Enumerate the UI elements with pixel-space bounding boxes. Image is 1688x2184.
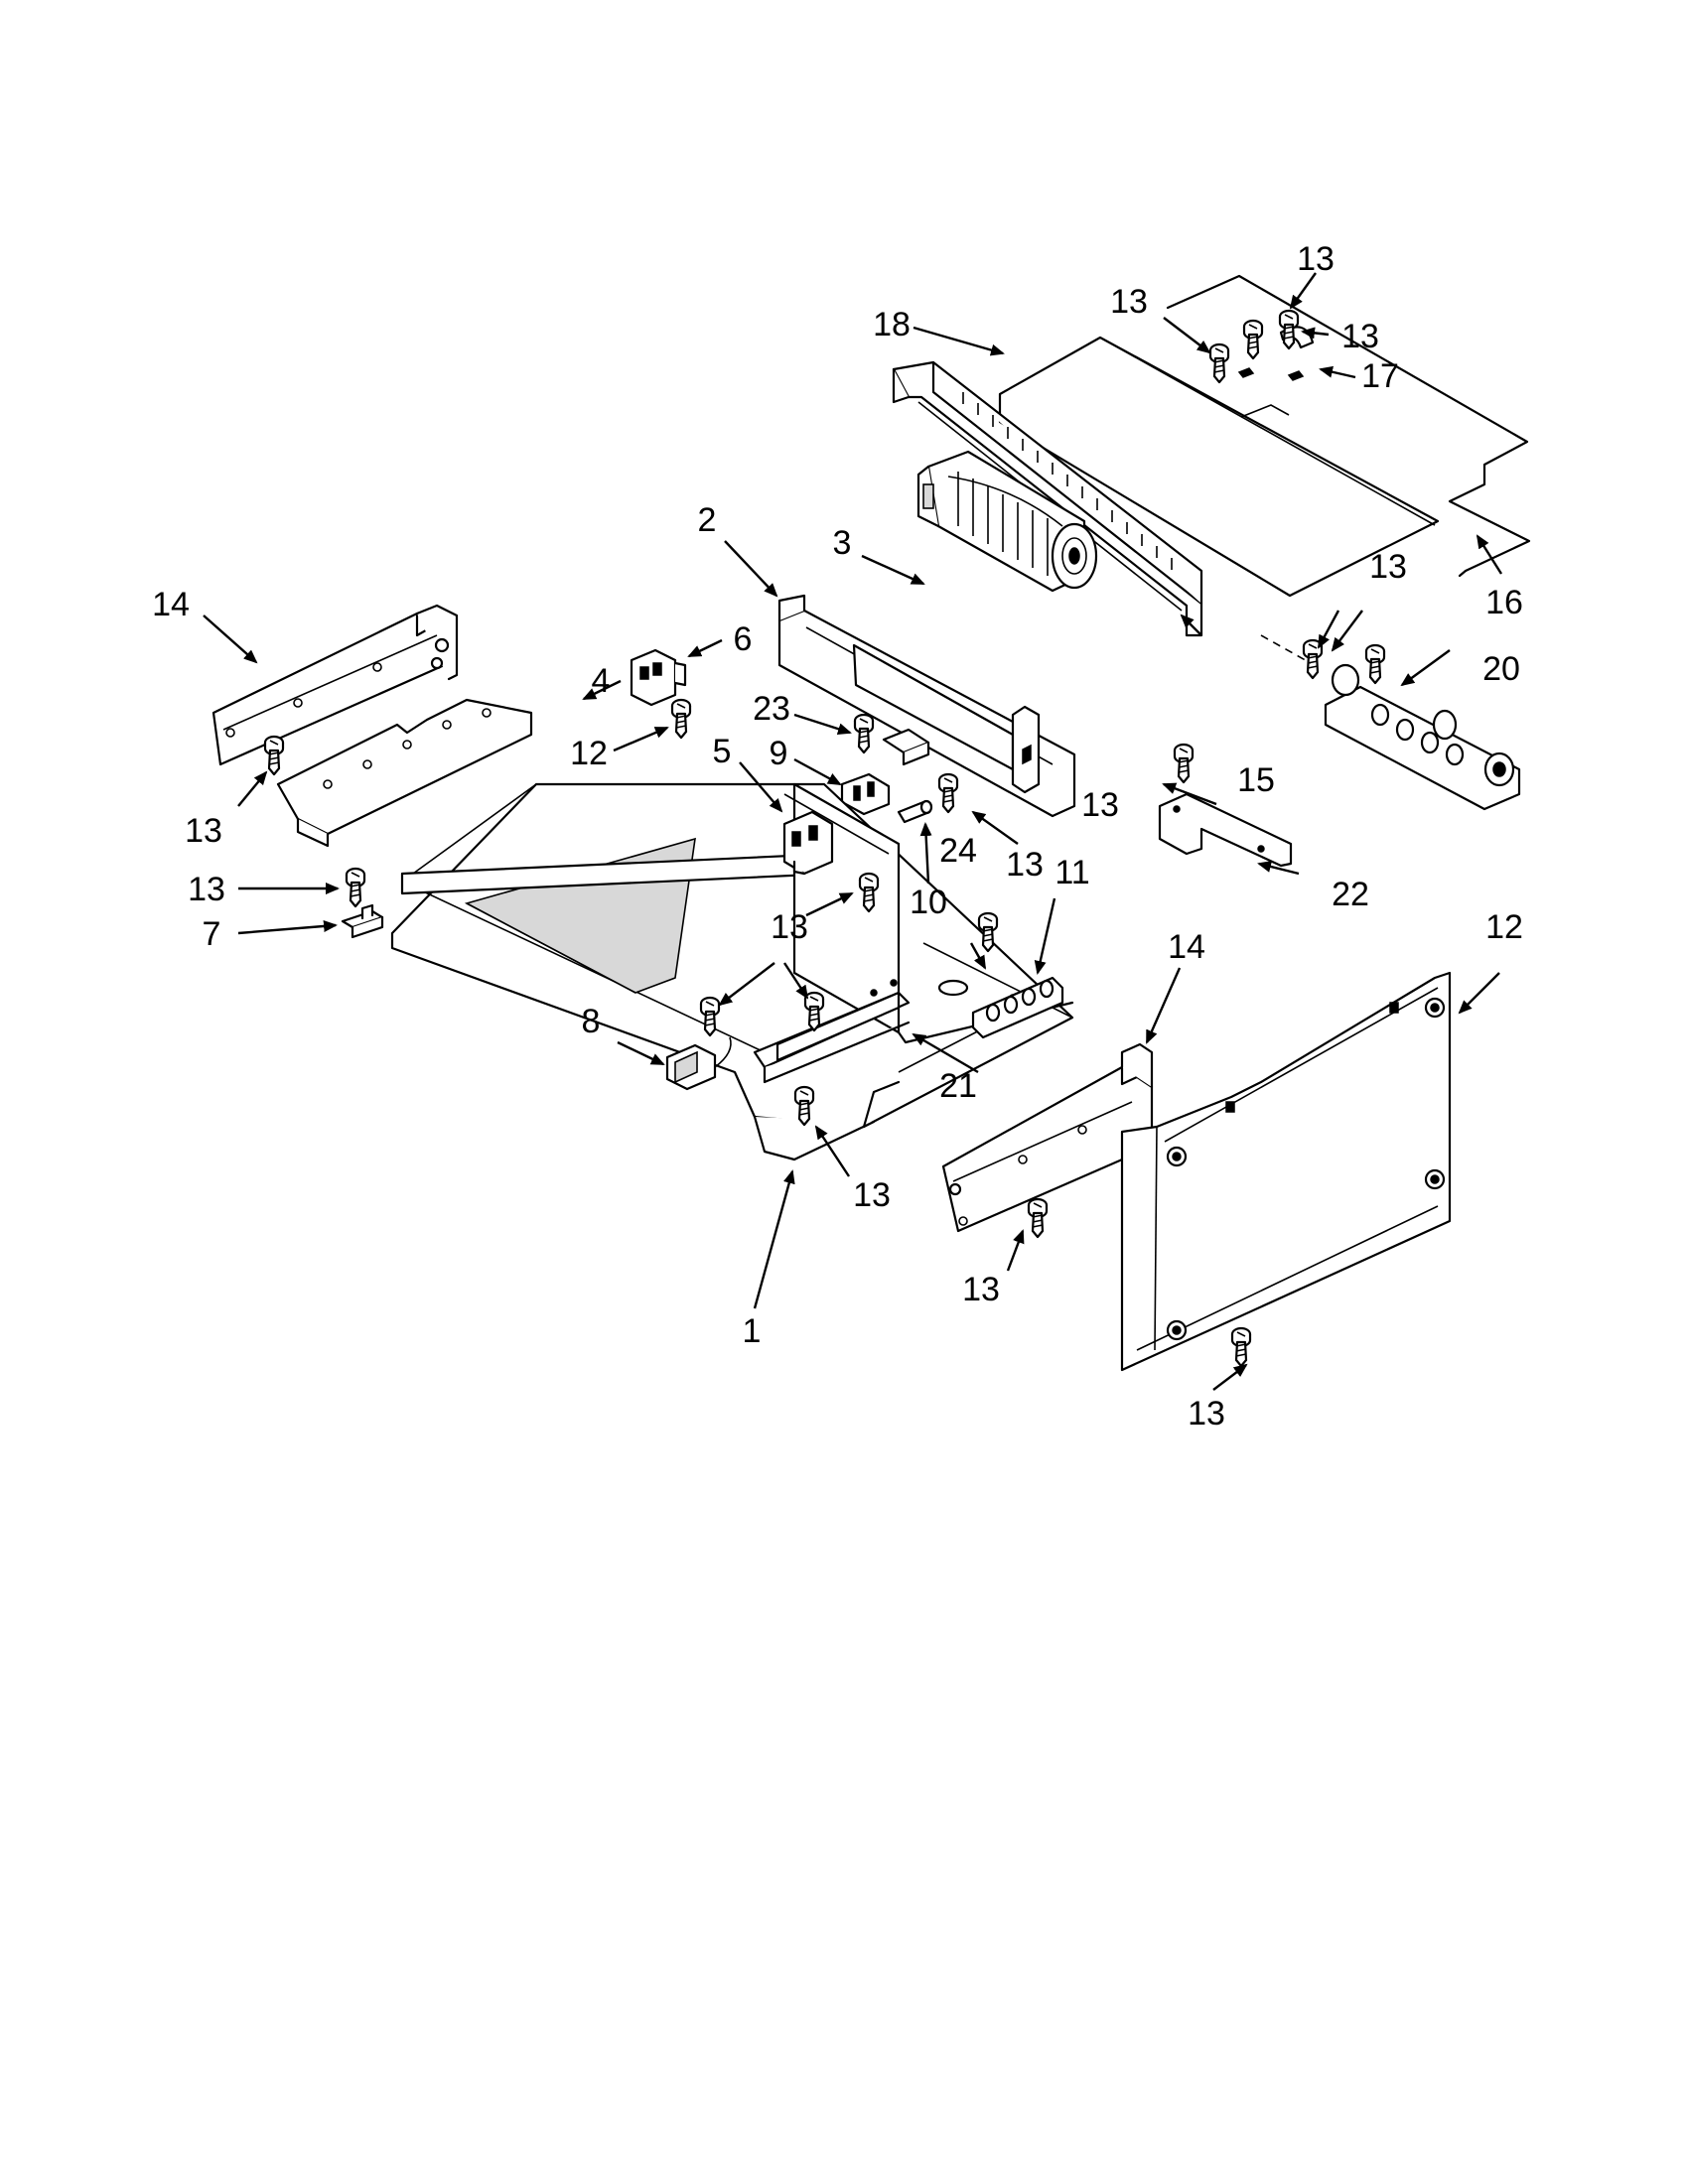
callout-3: 3 bbox=[833, 524, 852, 562]
callout-13: 13 bbox=[1081, 786, 1119, 824]
screw bbox=[1364, 643, 1386, 685]
callout-13: 13 bbox=[962, 1271, 1000, 1308]
callout-13: 13 bbox=[1006, 846, 1044, 884]
callout-13: 13 bbox=[1297, 240, 1335, 278]
small-bracket-right bbox=[1158, 792, 1293, 868]
callout-labels: 13 13 13 17 18 16 2 3 14 6 4 12 23 9 5 1… bbox=[152, 240, 1523, 1433]
callout-13: 13 bbox=[1188, 1395, 1225, 1433]
callout-4: 4 bbox=[592, 662, 611, 700]
callout-13: 13 bbox=[185, 812, 222, 850]
leader-lines bbox=[203, 272, 1503, 1391]
screw bbox=[345, 867, 366, 908]
screw bbox=[853, 713, 875, 754]
callout-11: 11 bbox=[1055, 854, 1089, 891]
screw bbox=[1027, 1197, 1049, 1239]
callout-7: 7 bbox=[203, 915, 221, 953]
callout-14: 14 bbox=[152, 586, 190, 623]
callout-12: 12 bbox=[1485, 908, 1523, 946]
callout-13: 13 bbox=[1110, 283, 1148, 321]
clip-tab-icon bbox=[1237, 367, 1255, 378]
side-rail-right bbox=[941, 1042, 1154, 1233]
callout-22: 22 bbox=[1332, 876, 1369, 913]
divider-channel bbox=[775, 991, 901, 1062]
callout-15: 15 bbox=[1237, 761, 1275, 799]
callout-13: 13 bbox=[188, 871, 225, 908]
cooling-fan-blower bbox=[916, 450, 1098, 593]
switch-6 bbox=[630, 648, 687, 707]
callout-9: 9 bbox=[770, 735, 788, 772]
terminal-strip bbox=[971, 976, 1064, 1039]
callout-17: 17 bbox=[1361, 357, 1399, 395]
callout-8: 8 bbox=[582, 1003, 601, 1040]
callout-13: 13 bbox=[1341, 318, 1379, 355]
screw bbox=[263, 735, 285, 776]
screw bbox=[670, 698, 692, 740]
callout-20: 20 bbox=[1482, 650, 1520, 688]
terminal-block-assembly bbox=[1324, 663, 1521, 811]
callout-24: 24 bbox=[939, 832, 977, 870]
rear-panel bbox=[1120, 971, 1452, 1372]
callout-6: 6 bbox=[734, 620, 753, 658]
callout-2: 2 bbox=[698, 501, 717, 539]
callout-13: 13 bbox=[853, 1176, 891, 1214]
screw bbox=[937, 772, 959, 814]
assembly-line bbox=[1260, 634, 1312, 664]
clip bbox=[341, 903, 384, 939]
clip-tab-icon bbox=[1287, 370, 1305, 381]
screw-top-3 bbox=[1208, 342, 1230, 384]
callout-10: 10 bbox=[910, 884, 947, 921]
callout-13: 13 bbox=[771, 908, 808, 946]
callout-18: 18 bbox=[873, 306, 911, 343]
small-bracket bbox=[882, 728, 930, 766]
screw bbox=[1173, 743, 1195, 784]
callout-16: 16 bbox=[1485, 584, 1523, 621]
screw bbox=[1230, 1326, 1252, 1368]
callout-23: 23 bbox=[753, 690, 790, 728]
callout-13: 13 bbox=[1369, 548, 1407, 586]
fan-shroud bbox=[777, 594, 1076, 818]
side-rail-left bbox=[211, 604, 459, 766]
fuse bbox=[897, 799, 933, 824]
callout-21: 21 bbox=[939, 1067, 977, 1105]
callout-12: 12 bbox=[570, 735, 608, 772]
callout-5: 5 bbox=[713, 733, 732, 770]
callout-14: 14 bbox=[1168, 928, 1205, 966]
thermostat bbox=[665, 1036, 732, 1091]
vent-channel bbox=[892, 360, 1203, 637]
left-bracket-plate bbox=[276, 698, 533, 848]
switch-5 bbox=[782, 810, 834, 876]
callout-1: 1 bbox=[743, 1312, 762, 1350]
